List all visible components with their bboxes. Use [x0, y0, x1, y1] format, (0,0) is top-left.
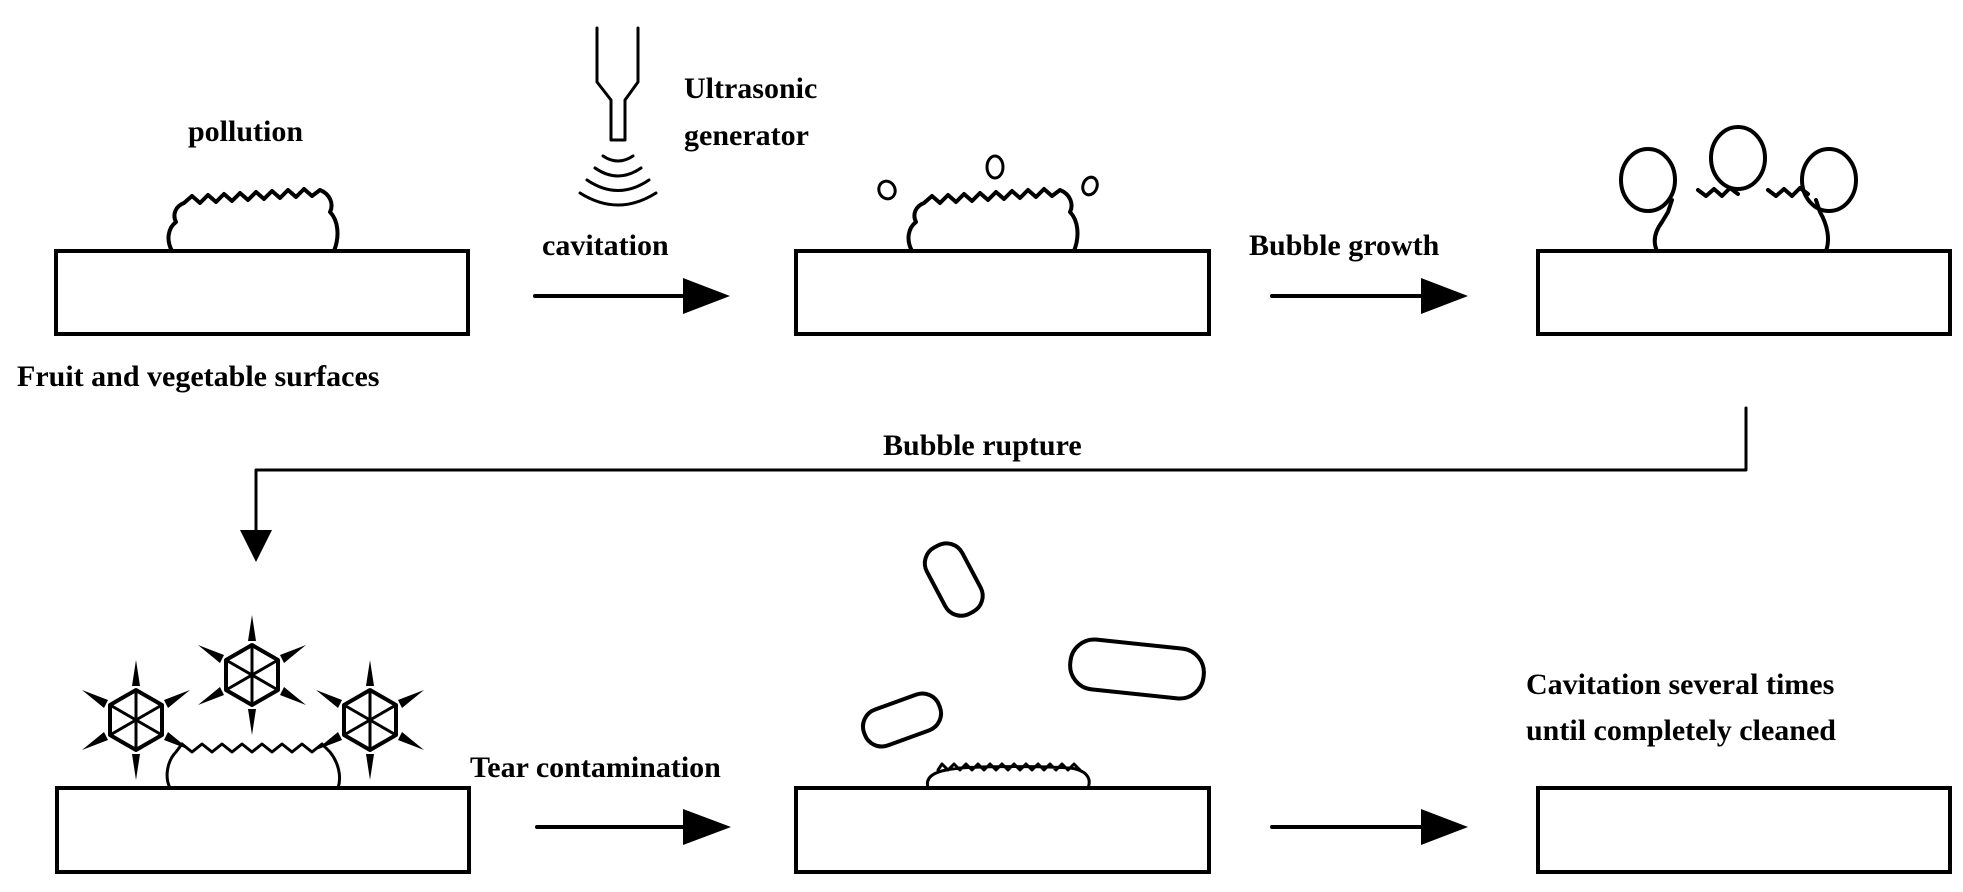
pollution-blob-2	[906, 187, 1080, 253]
surface-plate-1	[54, 249, 470, 336]
ultrasonic-label-line2: generator	[684, 119, 809, 152]
ultrasonic-generator	[578, 26, 658, 207]
debris-fragment-top	[922, 541, 985, 618]
bubble-small-mid	[985, 154, 1005, 180]
arrow-repeat	[1270, 809, 1468, 845]
tear-contamination-label: Tear contamination	[470, 751, 721, 784]
bubble-growth-label: Bubble growth	[1249, 229, 1440, 262]
debris-fragment-right	[1068, 637, 1206, 701]
bubble-large-mid	[1709, 125, 1767, 191]
shockwave-mid	[198, 615, 306, 735]
arrow-cavitation	[533, 278, 730, 314]
ultrasonic-label-line1: Ultrasonic	[684, 72, 817, 105]
surface-plate-5	[794, 786, 1211, 874]
debris-fragment-left	[860, 691, 944, 749]
generator-probe	[595, 26, 640, 142]
residue-fragment	[925, 762, 1091, 790]
sound-wave-4	[578, 191, 658, 207]
surface-plate-6	[1536, 786, 1952, 874]
sound-wave-2	[593, 166, 643, 178]
stage-initial	[54, 187, 470, 336]
stage-rupture	[55, 615, 471, 874]
bubble-large-right	[1800, 147, 1858, 213]
pollution-blob-1	[166, 187, 340, 253]
shockwave-left	[82, 660, 190, 780]
pollution-blob-4	[165, 742, 342, 790]
final-label-line1: Cavitation several times	[1526, 668, 1834, 701]
stage-grown-bubbles	[1536, 125, 1952, 336]
bubble-large-left	[1619, 147, 1677, 213]
sound-wave-1	[601, 154, 635, 163]
connector-bubble-rupture	[240, 406, 1748, 562]
bubble-small-right	[1081, 175, 1099, 197]
surface-plate-2	[794, 249, 1211, 336]
pollution-blob-3	[1652, 186, 1830, 253]
surface-plate-3	[1536, 249, 1952, 336]
arrow-tear-contamination	[535, 809, 731, 845]
surface-plate-4	[55, 786, 471, 874]
cavitation-label: cavitation	[542, 229, 669, 262]
arrow-bubble-growth	[1270, 278, 1468, 314]
shockwave-right	[316, 660, 424, 780]
sound-wave-3	[585, 178, 651, 192]
stage-cleaned	[1536, 786, 1952, 874]
pollution-label: pollution	[188, 115, 303, 148]
bubble-small-left	[877, 179, 897, 201]
bubble-rupture-label: Bubble rupture	[883, 429, 1082, 462]
stage-torn-contamination	[794, 541, 1211, 874]
stage-small-bubbles	[794, 154, 1211, 336]
surfaces-label: Fruit and vegetable surfaces	[17, 360, 379, 393]
final-label-line2: until completely cleaned	[1526, 714, 1836, 747]
